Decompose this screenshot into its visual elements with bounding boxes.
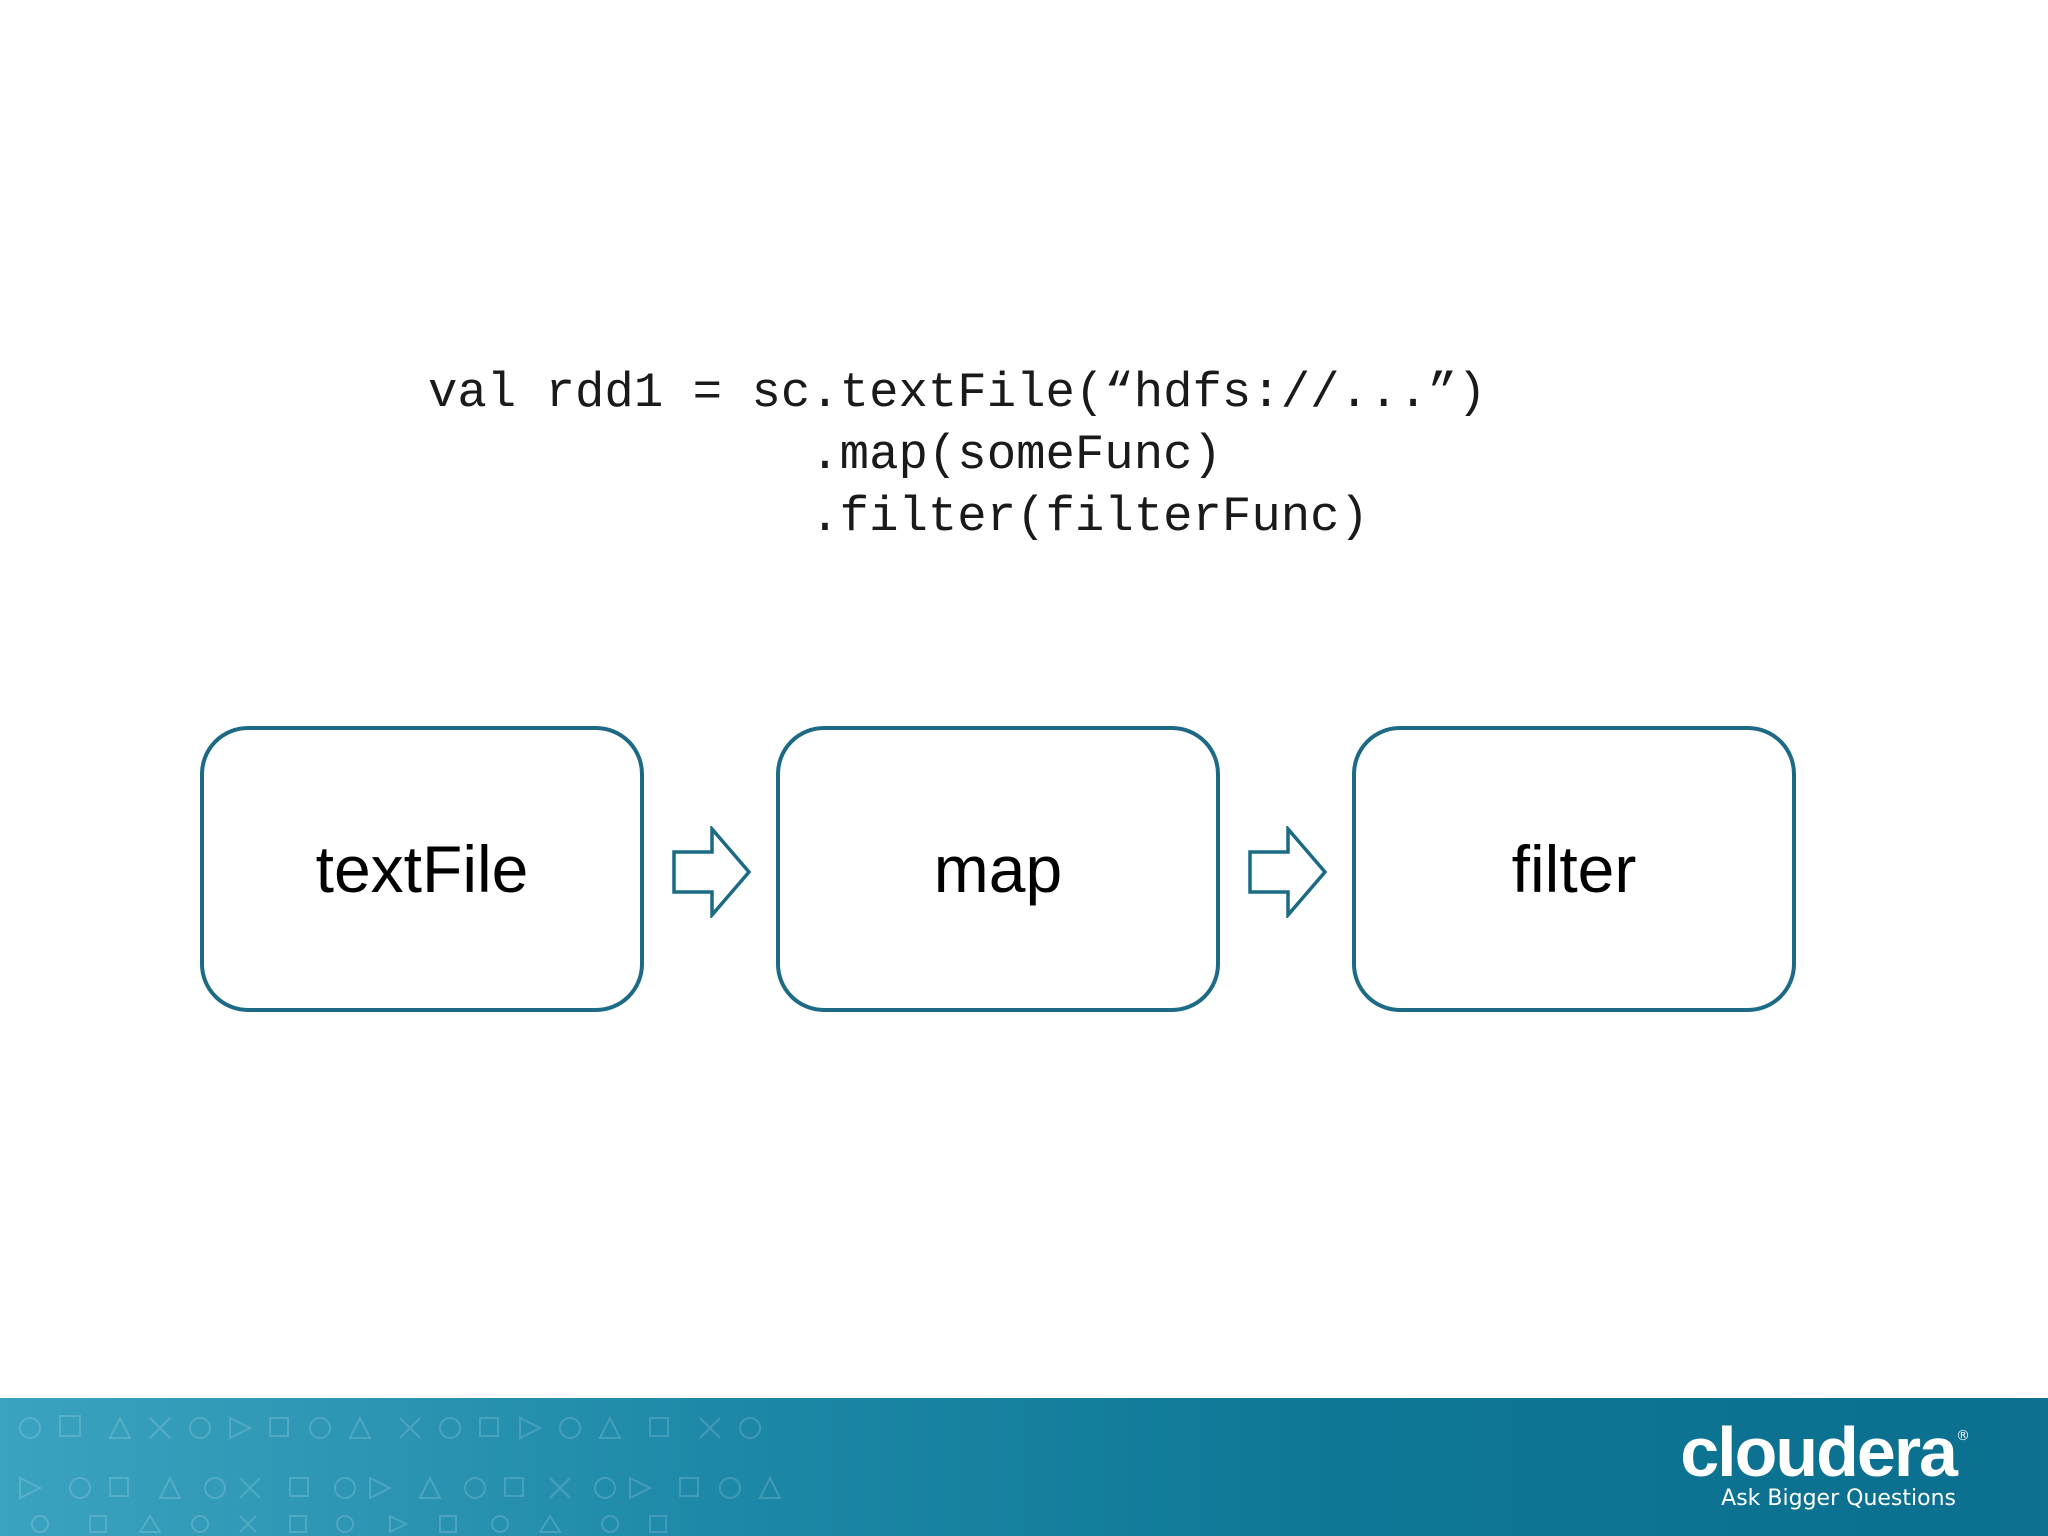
pipeline-step-textfile: textFile <box>200 726 644 1012</box>
registered-mark: ® <box>1956 1428 1970 1444</box>
code-line-2: .map(someFunc) <box>428 427 1222 483</box>
logo-tagline: Ask Bigger Questions <box>1721 1486 1956 1511</box>
pipeline-step-filter: filter <box>1352 726 1796 1012</box>
footer-banner: cloudera® Ask Bigger Questions <box>0 1398 2048 1536</box>
right-arrow-icon <box>1248 826 1328 918</box>
right-arrow-icon <box>672 826 752 918</box>
code-line-3: .filter(filterFunc) <box>428 489 1369 545</box>
cloudera-logo: cloudera® Ask Bigger Questions <box>1680 1413 1970 1512</box>
code-line-1: val rdd1 = sc.textFile(“hdfs://...”) <box>428 365 1487 421</box>
logo-wordmark: cloudera <box>1680 1413 1958 1491</box>
step-label-filter: filter <box>1511 832 1637 906</box>
code-block: val rdd1 = sc.textFile(“hdfs://...”) .ma… <box>428 362 1487 548</box>
pipeline-step-map: map <box>776 726 1220 1012</box>
footer-pattern <box>19 1415 782 1534</box>
step-label-map: map <box>933 832 1063 906</box>
step-label-textfile: textFile <box>315 832 529 906</box>
